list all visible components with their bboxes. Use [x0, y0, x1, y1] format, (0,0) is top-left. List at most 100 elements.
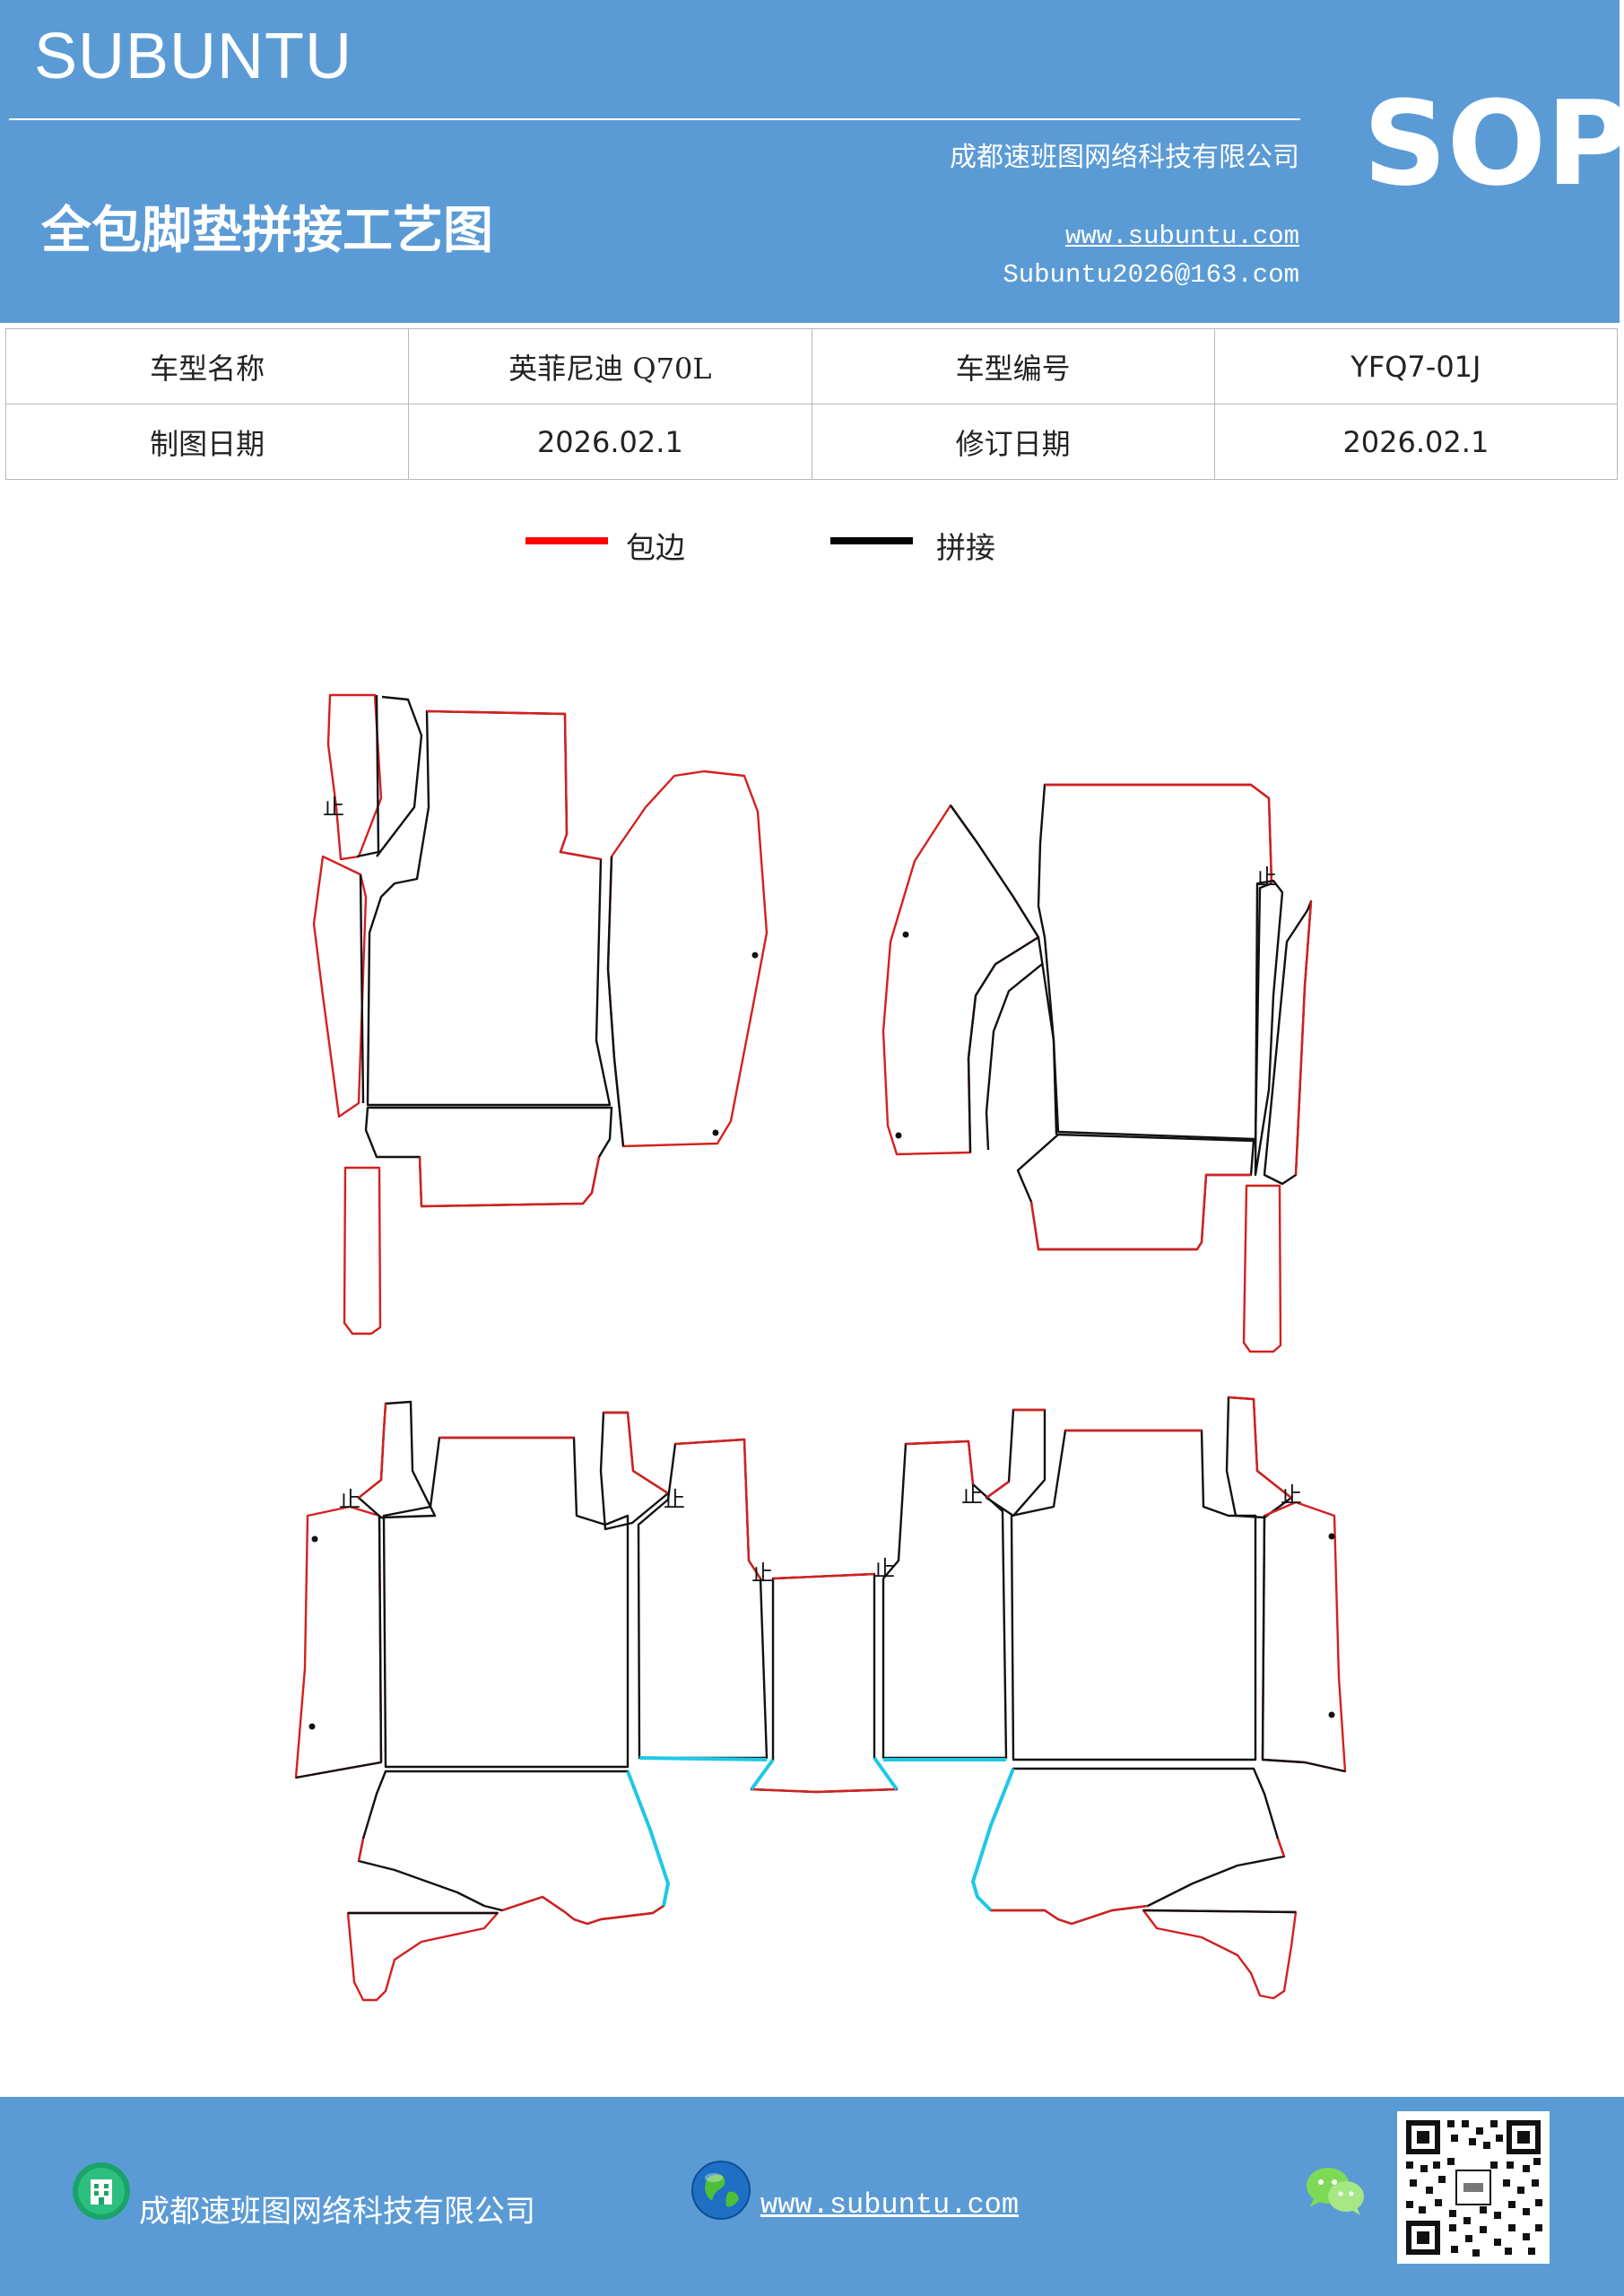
mat-edging	[418, 1156, 601, 1208]
vehicle-info-table: 车型名称 英菲尼迪 Q70L 车型编号 YFQ7-01J 制图日期 2026.0…	[4, 328, 1619, 480]
stop-mark: 止	[961, 1483, 983, 1508]
mat-seam	[1037, 936, 1058, 1135]
mat-edging	[358, 1403, 387, 1499]
mat-piece-strip-bottom	[343, 1166, 382, 1335]
footer-banner: 成都速班图网络科技有限公司 www.subuntu.com	[0, 2097, 1624, 2296]
header-divider	[9, 118, 1300, 120]
stop-mark: 止	[751, 1561, 773, 1586]
mat-edging	[991, 1904, 1149, 1926]
mat-edging	[1228, 1396, 1292, 1499]
header-company: 成都速班图网络科技有限公司	[950, 142, 1299, 173]
mat-piece-bottom	[364, 1106, 613, 1208]
mat-piece-right-panel	[606, 770, 769, 1148]
mat-piece-rear-center-right	[881, 1439, 1008, 1760]
footer-website-link[interactable]: www.subuntu.com	[760, 2188, 1020, 2222]
mat-highlight	[750, 1756, 899, 1791]
stop-mark: 止	[1281, 1483, 1302, 1508]
draw-date-label: 制图日期	[4, 404, 410, 480]
mat-seam	[376, 695, 423, 857]
fastener-dot	[1328, 1533, 1335, 1540]
mat-seam	[950, 804, 1040, 938]
globe-icon	[691, 2161, 751, 2220]
mat-edging	[604, 1411, 669, 1495]
legend-seam-swatch	[830, 537, 913, 544]
mat-edging	[1045, 783, 1273, 884]
stop-mark: 止	[664, 1487, 685, 1512]
mat-edging	[426, 709, 602, 861]
wechat-icon[interactable]	[1305, 2164, 1366, 2218]
mat-piece-side	[312, 855, 368, 1118]
legend-edging-swatch	[525, 537, 608, 544]
mat-seam	[378, 1515, 383, 1763]
mat-piece-left-panel	[881, 804, 1040, 1156]
header-email[interactable]: Subuntu2026@163.com	[1003, 260, 1299, 290]
mat-piece-rear-corner	[346, 1911, 499, 2002]
fastener-dot	[712, 1129, 719, 1136]
mat-seam	[1261, 1515, 1346, 1773]
mat-piece-bottom	[1016, 1133, 1255, 1251]
fastener-dot	[308, 1723, 316, 1730]
mat-seam	[1142, 1909, 1297, 1914]
fastener-dot	[311, 1535, 318, 1543]
revision-date-value: 2026.02.1	[1213, 404, 1619, 480]
mat-piece-strip-top	[326, 693, 383, 861]
fastener-dot	[1328, 1711, 1335, 1718]
mat-piece-side	[1254, 879, 1284, 1177]
mat-piece-rear-left-side	[294, 1505, 383, 1779]
legend-seam-label: 拼接	[936, 530, 995, 565]
header-website-link[interactable]: www.subuntu.com	[1064, 222, 1299, 251]
mat-highlight	[971, 1768, 1015, 1912]
mat-seam	[985, 963, 1043, 1151]
mat-edging	[751, 1787, 898, 1794]
mat-piece-rear-bottom	[357, 1770, 670, 1926]
mat-piece-main	[366, 709, 612, 1107]
stop-mark: 止	[1255, 865, 1277, 890]
building-icon	[73, 2162, 130, 2220]
stop-mark: 止	[339, 1487, 360, 1512]
mat-piece-rear-right-side	[1261, 1500, 1347, 1773]
mat-edging	[772, 1572, 875, 1580]
brand-name: SUBUNTU	[34, 21, 353, 92]
sop-badge: SOP	[1363, 75, 1624, 212]
mat-edging	[295, 1761, 382, 1779]
table-row: 制图日期 2026.02.1 修订日期 2026.02.1	[4, 404, 1619, 480]
table-row: 车型名称 英菲尼迪 Q70L 车型编号 YFQ7-01J	[4, 328, 1619, 404]
mat-seam	[967, 935, 1039, 1153]
mat-piece-rear-tab	[357, 1400, 437, 1519]
mat-piece-rear-bottom	[971, 1767, 1286, 1926]
mat-edging	[1276, 1838, 1286, 1857]
footer-company: 成都速班图网络科技有限公司	[139, 2194, 535, 2230]
header-banner: SUBUNTU 成都速班图网络科技有限公司 全包脚垫拼接工艺图 www.subu…	[0, 0, 1624, 323]
mat-seam	[606, 856, 625, 1147]
legend: 包边 拼接	[0, 526, 1624, 570]
mat-highlight	[638, 1756, 768, 1761]
mat-seam	[356, 694, 380, 858]
rear-mat-group: 止 止 止 止 止 止	[294, 1396, 1347, 2002]
fastener-dot	[902, 931, 909, 938]
stop-mark: 止	[323, 795, 344, 820]
mat-edging	[1029, 1173, 1251, 1251]
mat-piece-rear-tab	[985, 1408, 1046, 1518]
stop-mark: 止	[873, 1556, 895, 1581]
page-title: 全包脚垫拼接工艺图	[41, 201, 493, 260]
model-code-label: 车型编号	[811, 328, 1215, 404]
mat-piece-rear-main	[382, 1436, 630, 1769]
mat-edging	[674, 1438, 762, 1579]
mat-piece-main	[1037, 783, 1273, 1141]
mat-piece-rear-corner	[1142, 1909, 1298, 2000]
revision-date-label: 修订日期	[811, 404, 1215, 480]
draw-date-value: 2026.02.1	[408, 404, 812, 480]
mat-edging	[1294, 900, 1313, 1176]
fastener-dot	[895, 1132, 902, 1139]
qr-code	[1397, 2111, 1550, 2264]
mat-piece-rear-main	[1010, 1429, 1257, 1761]
mat-edging	[501, 1895, 664, 1926]
fastener-dot	[751, 952, 759, 959]
mat-seam	[359, 874, 365, 1104]
front-left-mat-group: 止	[312, 693, 769, 1335]
mat-edging	[986, 1408, 1045, 1499]
mat-edging	[905, 1439, 975, 1485]
front-right-mat-group: 止	[881, 783, 1313, 1353]
mat-highlight	[626, 1770, 670, 1907]
